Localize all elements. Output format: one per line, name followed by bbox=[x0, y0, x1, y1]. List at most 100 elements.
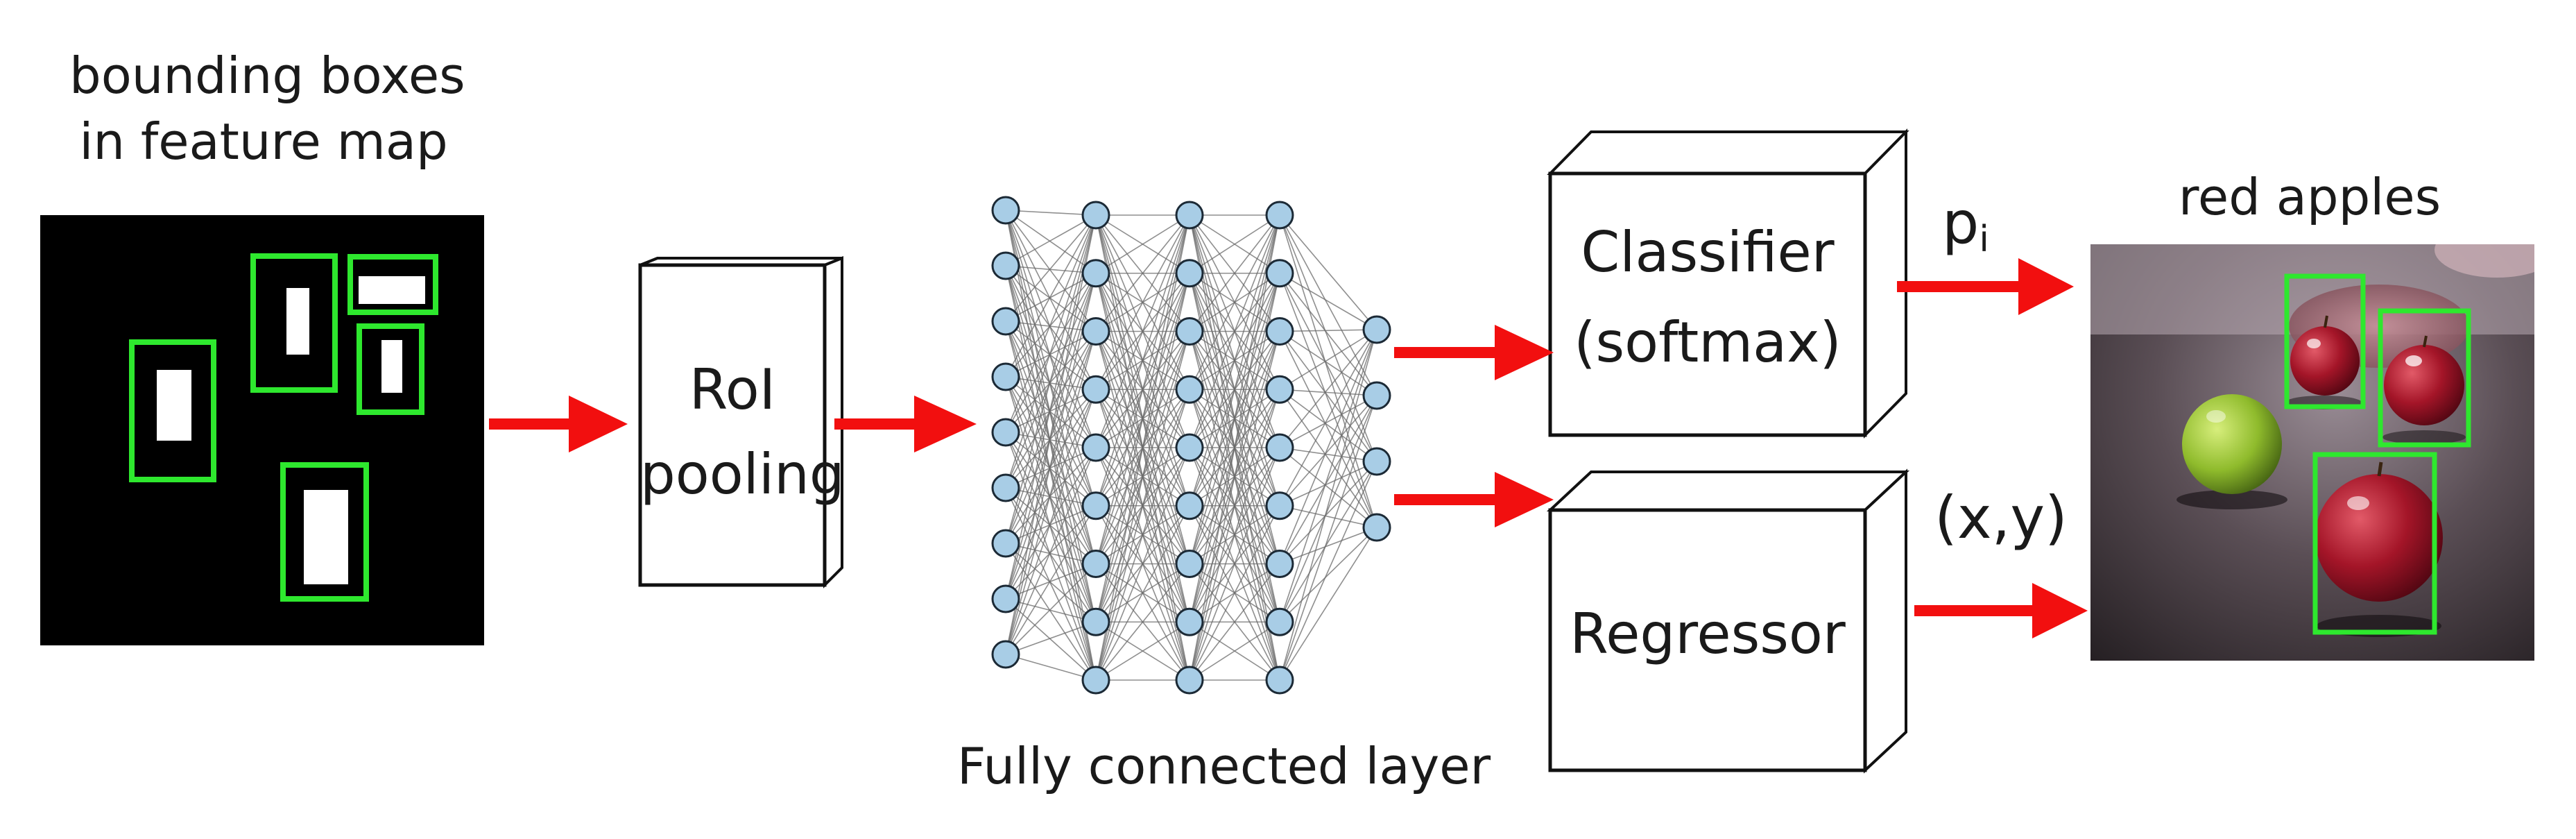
classifier-box bbox=[1547, 128, 1909, 439]
fc-connection bbox=[1005, 487, 1097, 565]
fc-connection bbox=[1005, 505, 1097, 655]
fc-neuron bbox=[991, 584, 1020, 613]
fc-connection bbox=[1095, 214, 1190, 506]
fc-neuron bbox=[1175, 259, 1204, 288]
feature-map-title-line1: bounding boxes bbox=[69, 46, 465, 105]
fc-neuron bbox=[1175, 375, 1204, 404]
fc-connection bbox=[1005, 621, 1097, 655]
fc-neuron bbox=[1362, 513, 1391, 542]
fc-connection bbox=[1279, 214, 1377, 330]
fc-connection bbox=[1279, 329, 1377, 448]
fc-connection bbox=[1005, 376, 1097, 448]
fc-connection bbox=[1279, 214, 1377, 528]
fc-layer-nodes bbox=[991, 196, 1391, 695]
feature-map-region bbox=[157, 370, 191, 441]
fc-connection bbox=[1279, 329, 1377, 622]
fc-connection bbox=[1189, 214, 1280, 506]
feature-map-region bbox=[304, 490, 348, 584]
arrow-regressor-output bbox=[1914, 583, 2088, 638]
fc-connection bbox=[1279, 273, 1377, 396]
fc-connection bbox=[1005, 598, 1097, 623]
fc-connection bbox=[1005, 214, 1097, 489]
fc-connection bbox=[1279, 214, 1377, 462]
roi-pooling-box bbox=[638, 256, 843, 588]
fc-connection bbox=[1279, 395, 1377, 448]
fc-connection bbox=[1279, 505, 1377, 528]
roi-pooling-label-line2: pooling bbox=[640, 442, 845, 507]
fc-connection bbox=[1005, 598, 1097, 681]
fc-connection bbox=[1005, 214, 1097, 378]
fc-connection bbox=[1189, 331, 1280, 681]
fc-connection bbox=[1095, 563, 1190, 681]
feature-map-bbox bbox=[129, 339, 216, 482]
fc-connection bbox=[1279, 395, 1377, 507]
fc-connection bbox=[1189, 214, 1280, 448]
fc-connection bbox=[1189, 389, 1280, 681]
fc-neuron bbox=[991, 473, 1020, 502]
fc-neuron bbox=[991, 529, 1020, 558]
fc-connection bbox=[1005, 543, 1097, 565]
feature-map bbox=[40, 215, 484, 645]
fc-neuron bbox=[1265, 550, 1294, 578]
fc-connection bbox=[1279, 329, 1377, 564]
fc-connection bbox=[1005, 376, 1097, 681]
fc-connection bbox=[1005, 376, 1097, 564]
regressor-box bbox=[1546, 468, 1910, 774]
fc-connection bbox=[1095, 447, 1190, 681]
fc-connection bbox=[1005, 321, 1097, 332]
classifier-output-base: p bbox=[1942, 189, 1980, 257]
fc-connection bbox=[1005, 214, 1097, 322]
fc-neuron bbox=[1081, 550, 1110, 578]
fc-connection bbox=[1095, 621, 1190, 681]
fc-connection bbox=[1189, 214, 1280, 332]
feature-map-bbox bbox=[280, 462, 369, 602]
fc-connection bbox=[1279, 395, 1377, 681]
fc-connection bbox=[1005, 432, 1097, 681]
fc-connection bbox=[1189, 505, 1280, 681]
classifier-output-sub: i bbox=[1979, 219, 1989, 260]
fc-connection bbox=[1095, 273, 1190, 681]
fc-connection bbox=[1095, 214, 1190, 681]
fc-connection bbox=[1005, 214, 1097, 655]
fc-connection bbox=[1095, 214, 1190, 564]
feature-map-title-line2: in feature map bbox=[79, 112, 448, 171]
fc-neuron bbox=[1175, 317, 1204, 346]
detection-bbox bbox=[2378, 308, 2471, 448]
fc-connection bbox=[1005, 432, 1097, 448]
fc-neuron bbox=[1175, 550, 1204, 578]
feature-map-region bbox=[359, 276, 425, 304]
fc-connection bbox=[1005, 214, 1097, 544]
fc-connection bbox=[1005, 432, 1097, 622]
fc-connection bbox=[1279, 389, 1377, 462]
regressor-output-label: (x,y) bbox=[1934, 484, 2068, 552]
red-apple bbox=[2384, 345, 2464, 425]
fc-connection bbox=[1005, 214, 1097, 266]
fc-neuron bbox=[1175, 201, 1204, 230]
fc-connection bbox=[1005, 265, 1097, 564]
arrow-fc-to-classifier bbox=[1394, 325, 1554, 380]
fc-connection bbox=[1005, 210, 1097, 390]
fc-neuron bbox=[1081, 666, 1110, 695]
fc-neuron bbox=[1265, 375, 1294, 404]
fc-connection bbox=[1095, 214, 1190, 390]
fc-neuron bbox=[1265, 259, 1294, 288]
fc-connection bbox=[1189, 214, 1280, 564]
fc-connection bbox=[1005, 432, 1097, 564]
fc-neuron bbox=[1265, 201, 1294, 230]
red-apple bbox=[2315, 474, 2443, 602]
fc-neuron bbox=[1362, 381, 1391, 410]
fc-connection bbox=[1005, 389, 1097, 433]
fc-connection bbox=[1005, 210, 1097, 274]
fc-connection bbox=[1005, 432, 1097, 507]
fc-connection bbox=[1279, 461, 1377, 507]
fc-connection bbox=[1279, 273, 1377, 462]
fc-connection bbox=[1279, 389, 1377, 528]
fc-connection bbox=[1279, 527, 1377, 681]
fc-connection bbox=[1095, 214, 1190, 448]
fc-connection bbox=[1189, 621, 1280, 681]
fc-neuron bbox=[1081, 433, 1110, 462]
fc-connection bbox=[1005, 273, 1097, 655]
arrow-roi-to-fc bbox=[834, 396, 977, 452]
